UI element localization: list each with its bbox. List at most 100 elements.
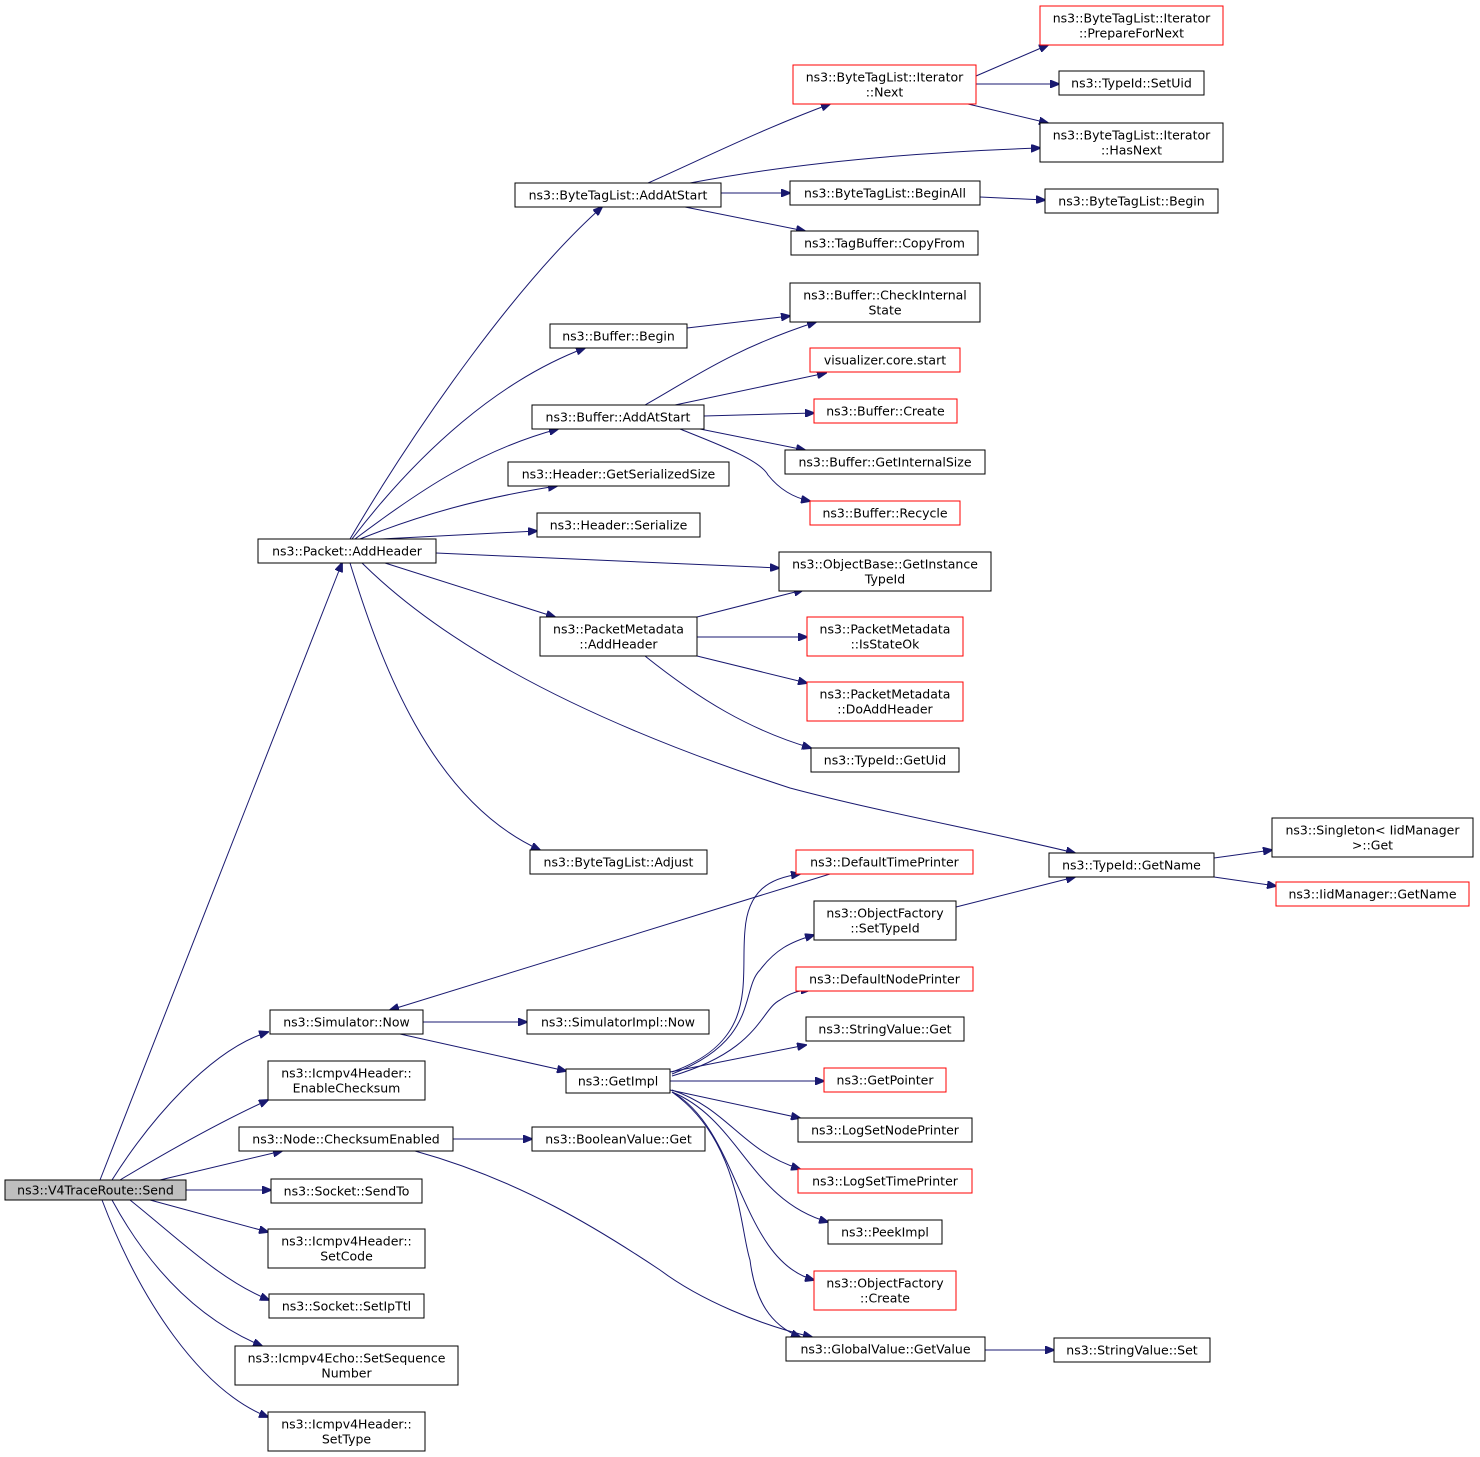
node-label: ns3::Buffer::GetInternalSize [798, 455, 971, 470]
edge-root-to-icmpv4header_settype [101, 1199, 268, 1417]
node-stringvalue-set[interactable]: ns3::StringValue::Set [1053, 1337, 1211, 1363]
node-logsetnodeprinter[interactable]: ns3::LogSetNodePrinter [797, 1117, 973, 1143]
edge-packet_addheader-to-buffer_addatstart [354, 429, 558, 540]
node-box [529, 849, 708, 875]
node-iterator-hasnext[interactable]: ns3::ByteTagList::Iterator::HasNext [1039, 122, 1224, 163]
node-box [1275, 881, 1470, 907]
node-icmpv4header-settype[interactable]: ns3::Icmpv4Header::SetType [267, 1411, 426, 1452]
node-simulator-now[interactable]: ns3::Simulator::Now [269, 1009, 424, 1035]
node-box [514, 182, 722, 208]
node-typeid-getuid[interactable]: ns3::TypeId::GetUid [810, 747, 960, 773]
node-box [1058, 70, 1205, 96]
node-bytetaglist-beginall[interactable]: ns3::ByteTagList::BeginAll [789, 180, 981, 206]
node-label: ns3::Header::Serialize [550, 518, 688, 533]
node-packetmetadata-isstateok[interactable]: ns3::PacketMetadata::IsStateOk [806, 616, 964, 657]
node-label: ns3::Icmpv4Header:: [281, 1234, 412, 1249]
edge-root-to-icmpv4header_setcode [149, 1199, 268, 1232]
node-header-getserializedsize[interactable]: ns3::Header::GetSerializedSize [507, 461, 730, 487]
edge-getimpl-to-objectfactory_settypeid [671, 935, 814, 1075]
node-label: ns3::Socket::SendTo [284, 1184, 410, 1199]
edges-layer [99, 45, 1276, 1417]
nodes-layer: ns3::V4TraceRoute::Send ns3::Packet::AddH… [4, 5, 1474, 1452]
edge-buffer_addatstart-to-buffer_checkinternalstate [644, 322, 816, 406]
node-socket-setipttl[interactable]: ns3::Socket::SetIpTtl [268, 1293, 425, 1319]
node-buffer-recycle[interactable]: ns3::Buffer::Recycle [809, 500, 961, 526]
node-defaultnodeprinter[interactable]: ns3::DefaultNodePrinter [795, 966, 974, 992]
edge-root-to-packet_addheader [99, 563, 342, 1181]
node-getpointer[interactable]: ns3::GetPointer [823, 1067, 947, 1093]
edge-getimpl-to-defaulttimeprinter [671, 874, 800, 1073]
node-box [789, 180, 981, 206]
node-iterator-preparefornext[interactable]: ns3::ByteTagList::Iterator::PrepareForNe… [1039, 5, 1224, 46]
node-label: ns3::ObjectFactory [826, 1276, 944, 1291]
node-root[interactable]: ns3::V4TraceRoute::Send [4, 1179, 187, 1201]
node-label: ns3::PacketMetadata [820, 687, 951, 702]
edge-root-to-node_checksumenabled [159, 1151, 282, 1181]
edge-packetmetadata_addheader-to-packetmetadata_doaddheader [696, 655, 807, 683]
node-label: ::DoAddHeader [837, 702, 933, 717]
node-box [257, 538, 437, 564]
edge-packet_addheader-to-buffer_begin [351, 348, 585, 540]
node-label: ns3::Packet::AddHeader [272, 544, 423, 559]
node-bytetaglist-addatstart[interactable]: ns3::ByteTagList::AddAtStart [514, 182, 722, 208]
edge-iterator_next-to-iterator_hasnext [967, 103, 1048, 123]
node-peekimpl[interactable]: ns3::PeekImpl [827, 1219, 943, 1245]
node-header-serialize[interactable]: ns3::Header::Serialize [536, 512, 701, 538]
edge-objectfactory_settypeid-to-typeid_getname [955, 877, 1075, 908]
node-socket-sendto[interactable]: ns3::Socket::SendTo [270, 1178, 423, 1204]
edge-packet_addheader-to-bytetaglist_adjust [349, 562, 540, 850]
node-icmpv4header-setcode[interactable]: ns3::Icmpv4Header::SetCode [267, 1228, 426, 1269]
node-typeid-getname[interactable]: ns3::TypeId::GetName [1048, 852, 1215, 878]
node-simulatorimpl-now[interactable]: ns3::SimulatorImpl::Now [526, 1009, 710, 1035]
node-buffer-addatstart[interactable]: ns3::Buffer::AddAtStart [531, 404, 705, 430]
node-singleton-get[interactable]: ns3::Singleton< IidManager>::Get [1271, 817, 1474, 858]
node-label: ::Create [860, 1291, 910, 1306]
node-iidmanager-getname[interactable]: ns3::IidManager::GetName [1275, 881, 1470, 907]
node-label: ns3::Icmpv4Header:: [281, 1066, 412, 1081]
node-box [267, 1060, 426, 1101]
node-label: ns3::TagBuffer::CopyFrom [804, 236, 965, 251]
edge-packet_addheader-to-bytetaglist_addatstart [349, 207, 602, 540]
node-icmpv4header-enablechecksum[interactable]: ns3::Icmpv4Header::EnableChecksum [267, 1060, 426, 1101]
edge-defaulttimeprinter-to-simulator_now [390, 873, 831, 1010]
node-bytetaglist-adjust[interactable]: ns3::ByteTagList::Adjust [529, 849, 708, 875]
edge-root-to-socket_setipttl [129, 1199, 269, 1300]
node-objectfactory-settypeid[interactable]: ns3::ObjectFactory::SetTypeId [813, 900, 957, 941]
edge-bytetaglist_addatstart-to-tagbuffer_copyfrom [684, 206, 805, 231]
node-bytetaglist-begin[interactable]: ns3::ByteTagList::Begin [1044, 188, 1219, 214]
node-packetmetadata-addheader[interactable]: ns3::PacketMetadata::AddHeader [539, 616, 698, 657]
node-typeid-setuid[interactable]: ns3::TypeId::SetUid [1058, 70, 1205, 96]
edge-packet_addheader-to-objectbase_getinstancetypeid [435, 552, 779, 568]
node-label: ::PrepareForNext [1079, 26, 1184, 41]
edge-typeid_getname-to-singleton_get [1213, 850, 1272, 859]
node-getimpl[interactable]: ns3::GetImpl [565, 1068, 671, 1094]
node-label: ns3::V4TraceRoute::Send [17, 1183, 174, 1198]
node-globalvalue-getvalue[interactable]: ns3::GlobalValue::GetValue [785, 1336, 986, 1362]
node-stringvalue-get[interactable]: ns3::StringValue::Get [805, 1016, 965, 1042]
node-box [234, 1345, 459, 1386]
node-box [789, 282, 981, 323]
edge-packetmetadata_addheader-to-objectbase_getinstancetypeid [696, 590, 803, 618]
node-buffer-getinternalsize[interactable]: ns3::Buffer::GetInternalSize [784, 449, 986, 475]
node-packetmetadata-doaddheader[interactable]: ns3::PacketMetadata::DoAddHeader [806, 681, 964, 722]
node-iterator-next[interactable]: ns3::ByteTagList::Iterator::Next [792, 64, 977, 105]
node-buffer-create[interactable]: ns3::Buffer::Create [813, 398, 958, 424]
node-buffer-begin[interactable]: ns3::Buffer::Begin [549, 323, 688, 349]
node-visualizer-core-start[interactable]: visualizer.core.start [809, 347, 961, 373]
node-label: ns3::Buffer::Recycle [822, 506, 947, 521]
edge-packetmetadata_addheader-to-typeid_getuid [644, 655, 811, 748]
node-booleanvalue-get[interactable]: ns3::BooleanValue::Get [531, 1126, 706, 1152]
node-defaulttimeprinter[interactable]: ns3::DefaultTimePrinter [795, 849, 974, 875]
node-packet-addheader[interactable]: ns3::Packet::AddHeader [257, 538, 437, 564]
node-objectfactory-create[interactable]: ns3::ObjectFactory::Create [813, 1270, 957, 1311]
edge-packet_addheader-to-typeid_getname [361, 562, 1075, 853]
edge-buffer_begin-to-buffer_checkinternalstate [686, 316, 790, 329]
node-logsettimeprinter[interactable]: ns3::LogSetTimePrinter [797, 1168, 973, 1194]
node-tagbuffer-copyfrom[interactable]: ns3::TagBuffer::CopyFrom [790, 230, 979, 256]
node-box [792, 64, 977, 105]
node-node-checksumenabled[interactable]: ns3::Node::ChecksumEnabled [238, 1126, 454, 1152]
node-box [795, 849, 974, 875]
